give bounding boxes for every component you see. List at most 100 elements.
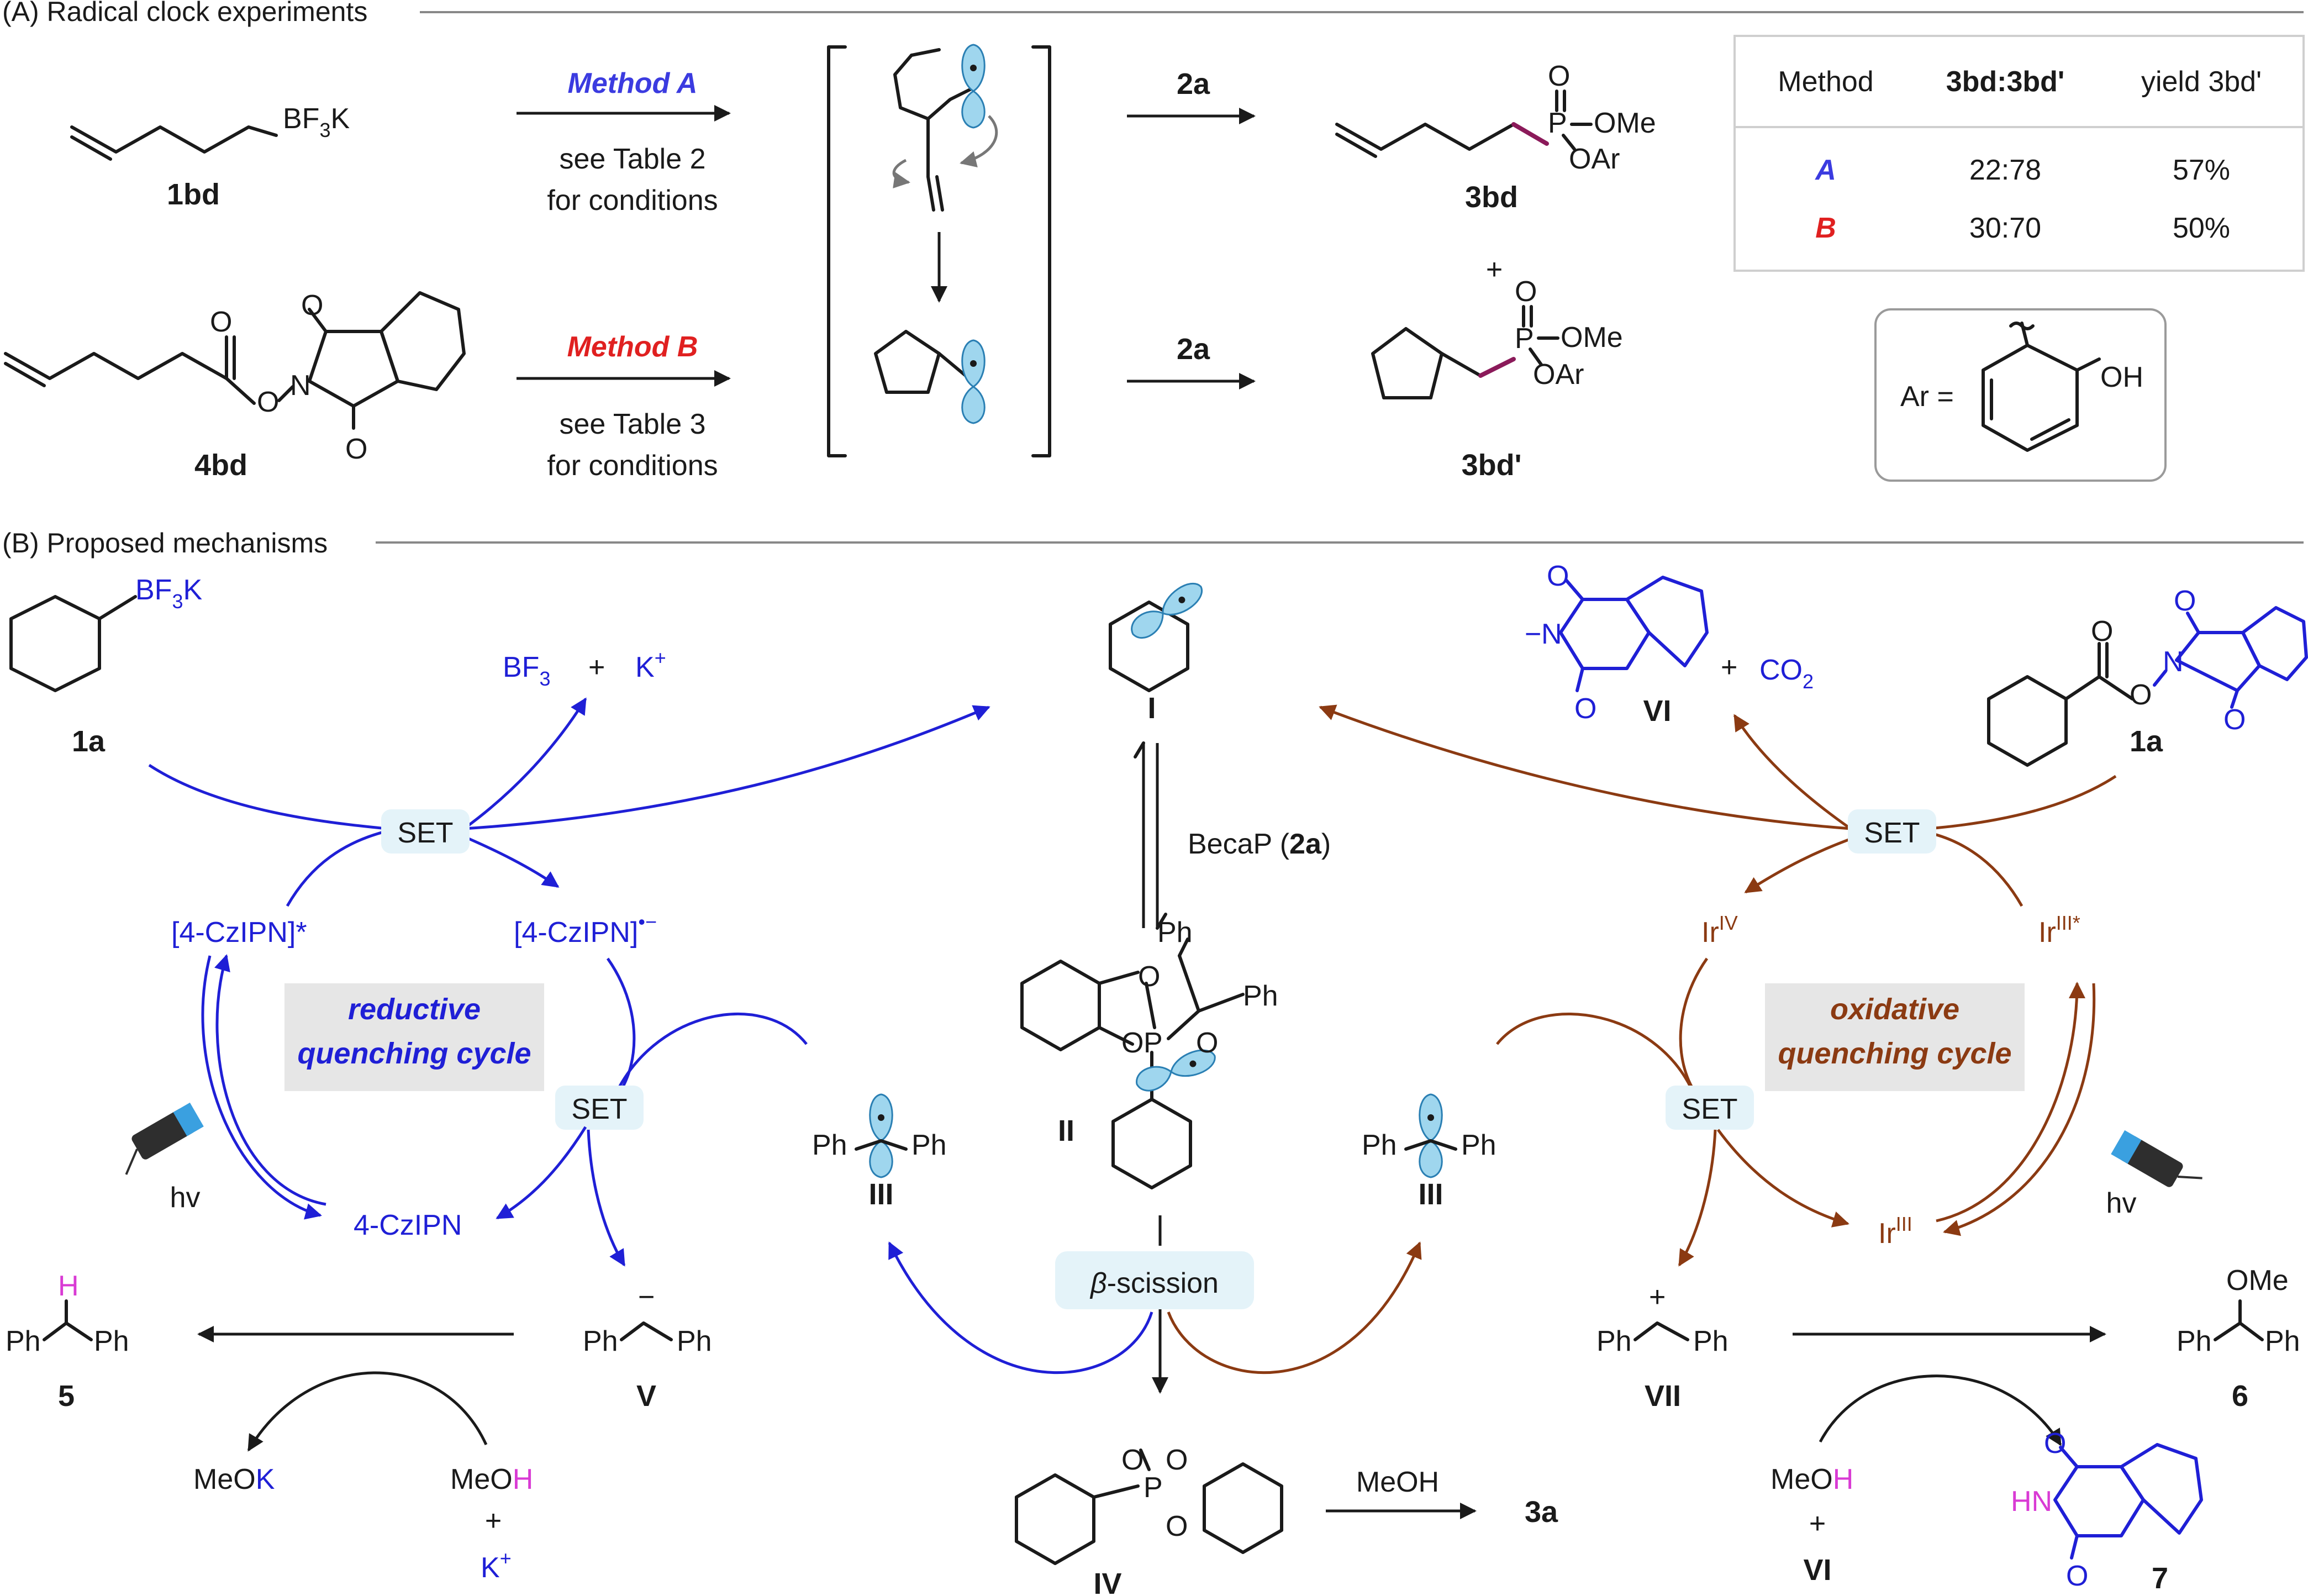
label-I: I — [1147, 692, 1156, 725]
structure-4bd — [4, 291, 466, 430]
svg-text:OMe: OMe — [2226, 1265, 2289, 1297]
label-V: V — [636, 1379, 656, 1413]
k-plus-bottom: K+ — [481, 1547, 512, 1584]
svg-text:Ph: Ph — [1243, 980, 1278, 1012]
svg-text:Ph: Ph — [1596, 1325, 1632, 1357]
radical-open-chain — [892, 44, 998, 212]
svg-text:O: O — [2066, 1560, 2088, 1592]
oxidative-cycle-box — [1765, 983, 2025, 1091]
structure-IV — [1015, 1448, 1283, 1565]
svg-text:see Table 3: see Table 3 — [559, 408, 705, 440]
svg-text:O: O — [2223, 704, 2246, 736]
results-table: Method 3bd:3bd' yield 3bd' A 22:78 57% B… — [1733, 35, 2305, 272]
svg-text:quenching cycle: quenching cycle — [297, 1037, 531, 1070]
svg-text:Ph: Ph — [1157, 916, 1193, 949]
structure-3bd-prime — [1371, 305, 1559, 399]
becap-label: BecaP (2a) — [1188, 828, 1331, 860]
label-VI: VI — [1643, 694, 1671, 728]
table-row-b-ratio: 30:70 — [1969, 212, 2041, 244]
svg-text:O: O — [1121, 1027, 1144, 1059]
table-header-method: Method — [1778, 66, 1873, 98]
beta-scission-label: β-scission — [1089, 1267, 1219, 1299]
svg-text:SET: SET — [397, 817, 453, 849]
svg-text:quenching cycle: quenching cycle — [1778, 1037, 2011, 1070]
svg-text:MeOH: MeOH — [1356, 1466, 1439, 1498]
svg-text:Ar =: Ar = — [1900, 381, 1954, 413]
structure-1a-right — [1987, 606, 2308, 767]
radical-III-right — [1404, 1093, 1457, 1178]
hv-right: hv — [2106, 1187, 2137, 1219]
label-3a: 3a — [1525, 1495, 1558, 1529]
bf3-product: BF3 — [503, 651, 550, 690]
svg-text:N: N — [2163, 646, 2184, 678]
svg-text:O: O — [345, 433, 367, 465]
svg-text:Ph: Ph — [6, 1325, 41, 1357]
bracket-right — [1031, 45, 1051, 457]
lamp-icon-left — [125, 1102, 204, 1175]
svg-text:P: P — [1548, 107, 1567, 139]
label-7: 7 — [2152, 1562, 2168, 1595]
table-row-b-method: B — [1815, 212, 1836, 244]
structure-1bd: BF3K — [70, 103, 350, 161]
set-box-reductive-top — [381, 809, 470, 854]
czipn-ground: 4-CzIPN — [354, 1209, 462, 1241]
svg-text:Ph: Ph — [1362, 1129, 1397, 1161]
svg-text:+: + — [485, 1505, 502, 1537]
svg-text:O: O — [1121, 1444, 1144, 1476]
meoh-right-label: MeOH — [1770, 1463, 1853, 1495]
svg-text:O: O — [210, 306, 232, 338]
svg-text:O: O — [1166, 1444, 1188, 1476]
svg-text:oxidative: oxidative — [1830, 993, 1959, 1026]
svg-text:for conditions: for conditions — [547, 450, 718, 482]
svg-text:SET: SET — [1864, 817, 1920, 849]
label-6: 6 — [2232, 1379, 2248, 1413]
svg-text:Ph: Ph — [812, 1129, 847, 1161]
structure-7 — [2053, 1443, 2203, 1560]
svg-text:O: O — [1515, 276, 1537, 308]
svg-text:OMe: OMe — [1561, 322, 1623, 354]
svg-text:Ph: Ph — [2265, 1325, 2300, 1357]
svg-text:P: P — [1144, 1027, 1163, 1059]
table-row-b-yield: 50% — [2173, 212, 2230, 244]
svg-text:H: H — [58, 1270, 79, 1302]
svg-text:O: O — [1574, 693, 1596, 725]
set-box-oxidative-top — [1848, 809, 1936, 854]
label-VII: VII — [1645, 1379, 1681, 1413]
svg-text:O: O — [301, 289, 323, 322]
label-1bd: 1bd — [167, 178, 220, 211]
set-box-oxidative-bottom — [1666, 1086, 1754, 1130]
svg-text:OAr: OAr — [1569, 143, 1620, 175]
svg-text:+: + — [1809, 1508, 1826, 1540]
svg-text:O: O — [1547, 560, 1569, 592]
meoh-left-label: MeOH — [450, 1463, 533, 1495]
arrow-beta-left — [888, 1241, 1153, 1374]
svg-text:see Table 2: see Table 2 — [559, 143, 705, 175]
svg-text:reductive: reductive — [348, 993, 481, 1026]
czipn-excited: [4-CzIPN]* — [171, 916, 307, 949]
bracket-left — [827, 45, 847, 457]
svg-text:BF3K: BF3K — [283, 103, 350, 141]
svg-text:OAr: OAr — [1533, 359, 1584, 391]
table-header-yield: yield 3bd' — [2141, 66, 2262, 98]
radical-cyclopentylmethyl — [874, 330, 986, 424]
set-box-reductive-bottom — [555, 1086, 644, 1130]
section-a-title: (A) Radical clock experiments — [2, 0, 367, 27]
svg-text:VI: VI — [1803, 1553, 1831, 1587]
radical-I — [1109, 576, 1208, 692]
svg-text:O: O — [1196, 1027, 1218, 1059]
svg-text:SET: SET — [1682, 1093, 1737, 1125]
label-II: II — [1058, 1114, 1074, 1147]
hv-left: hv — [170, 1182, 201, 1214]
ir-iv: IrIV — [1701, 912, 1738, 949]
lamp-icon-right — [2111, 1130, 2202, 1187]
svg-text:+: + — [1649, 1281, 1666, 1313]
svg-text:2a: 2a — [1177, 333, 1210, 366]
ir-iii-ground: IrIII — [1878, 1213, 1912, 1250]
svg-text:O: O — [2091, 615, 2113, 647]
svg-text:O: O — [2174, 585, 2196, 617]
svg-text:Ph: Ph — [1693, 1325, 1729, 1357]
svg-text:HN: HN — [2011, 1486, 2052, 1518]
label-3bd-prime: 3bd' — [1462, 449, 1522, 482]
svg-text:+: + — [1721, 651, 1737, 683]
